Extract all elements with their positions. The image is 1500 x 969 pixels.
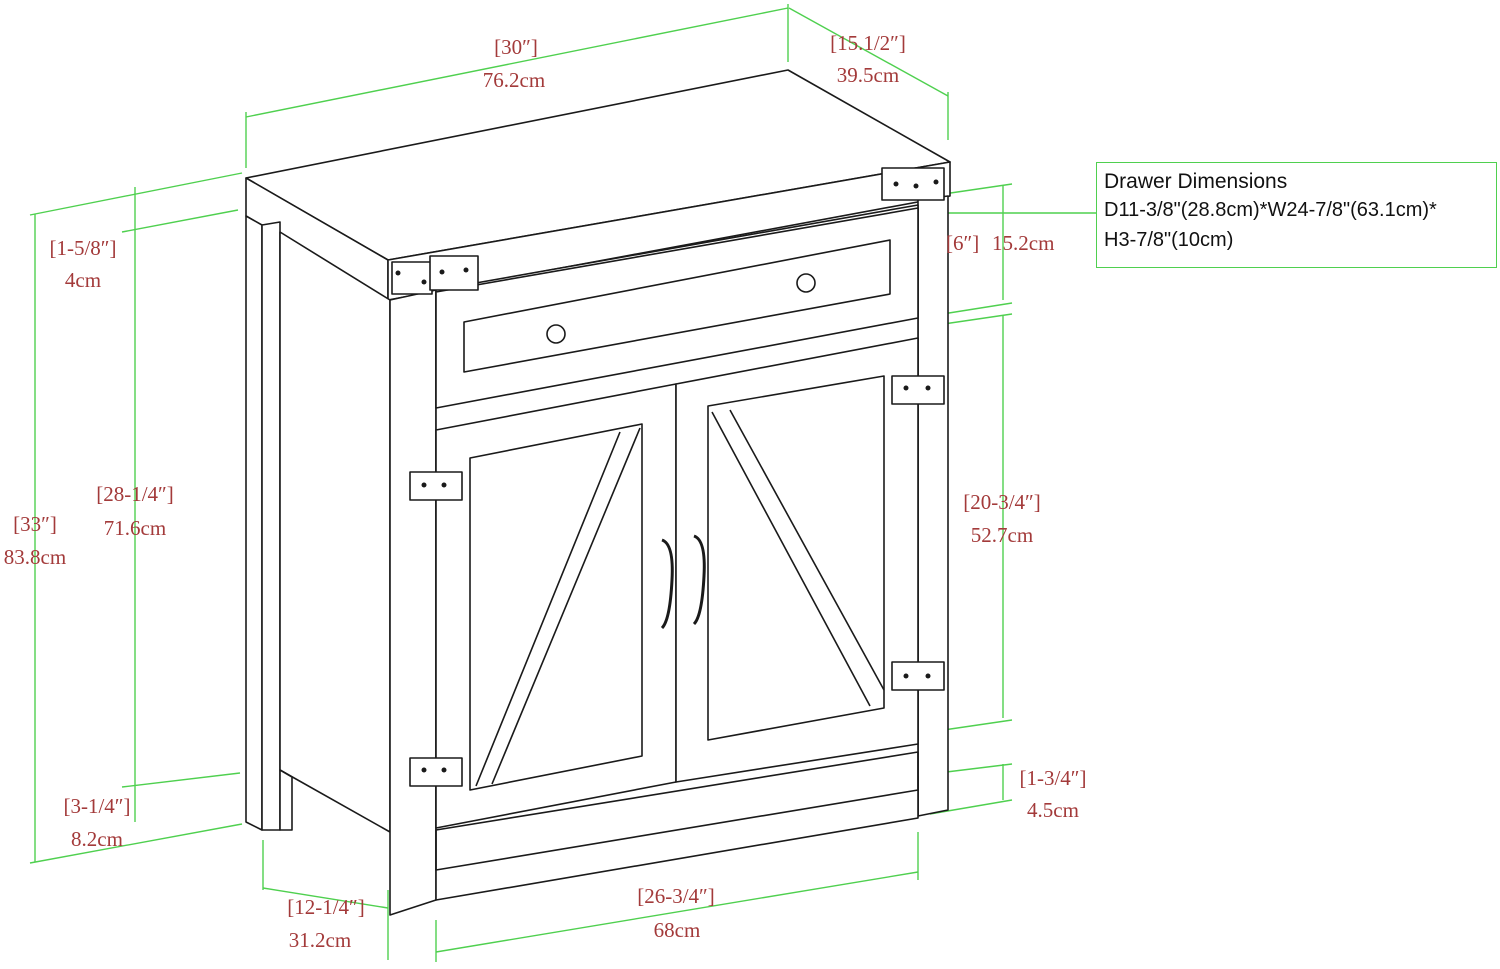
body-height-inches: [28-1/4″]: [96, 482, 174, 506]
depth-cm: 39.5cm: [836, 63, 900, 87]
leg-height-inches: [3-1/4″]: [63, 794, 131, 818]
rivets: [395, 179, 939, 773]
door-height-cm: 52.7cm: [970, 523, 1034, 547]
drawer-height-inches: [6″]: [946, 231, 980, 255]
top-width-cm: 76.2cm: [482, 68, 546, 92]
depth-inches: [15.1/2″]: [830, 31, 906, 55]
drawer-dimensions-box: Drawer Dimensions D11-3/8"(28.8cm)*W24-7…: [1096, 162, 1497, 268]
drawer-dimensions-line1: D11-3/8"(28.8cm)*W24-7/8"(63.1cm)*: [1104, 199, 1437, 221]
bottom-rail-cm: 4.5cm: [1027, 798, 1079, 822]
door-height-inches: [20-3/4″]: [963, 490, 1041, 514]
body-height-cm: 71.6cm: [103, 516, 167, 540]
leg-height-cm: 8.2cm: [71, 827, 123, 851]
side-depth-cm: 31.2cm: [288, 928, 352, 952]
inner-width-inches: [26-3/4″]: [637, 884, 715, 908]
side-depth-inches: [12-1/4″]: [287, 895, 365, 919]
inner-width-cm: 68cm: [653, 918, 701, 942]
cabinet-outline: [245, 69, 951, 916]
top-thickness-inches: [1-5/8″]: [49, 236, 117, 260]
top-width-inches: [30″]: [494, 35, 538, 59]
drawer-dimensions-title: Drawer Dimensions: [1104, 170, 1288, 193]
overall-height-cm: 83.8cm: [3, 545, 67, 569]
dimension-lines: [29, 4, 1096, 962]
top-thickness-cm: 4cm: [64, 268, 102, 292]
drawer-height-cm: 15.2cm: [992, 231, 1055, 255]
overall-height-inches: [33″]: [13, 512, 57, 536]
drawer-dimensions-line2: H3-7/8"(10cm): [1104, 229, 1234, 251]
bottom-rail-inches: [1-3/4″]: [1019, 766, 1087, 790]
